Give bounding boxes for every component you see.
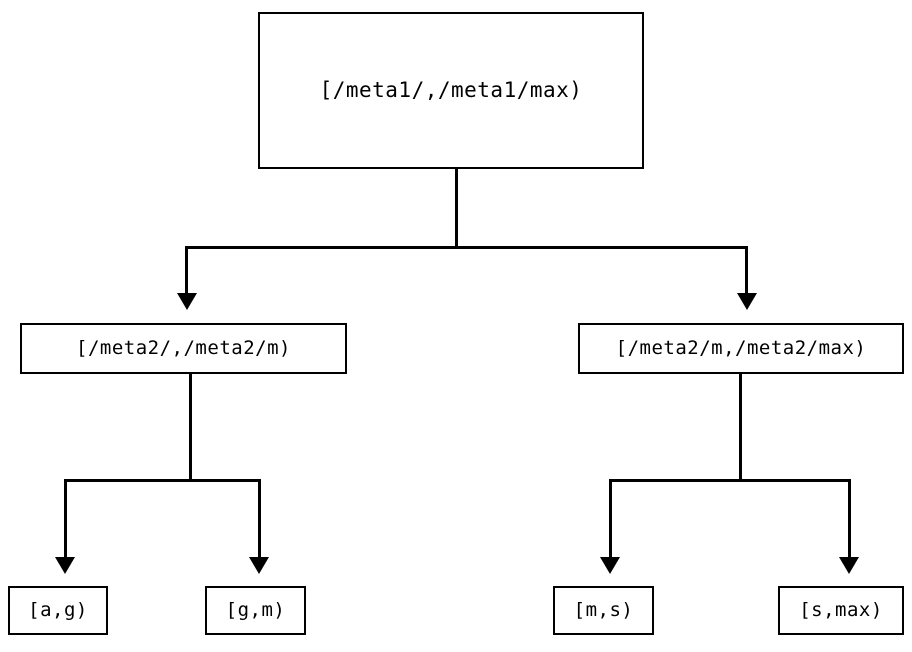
- tree-leaf-node-4-label: [s,max): [799, 599, 883, 621]
- arrowhead-icon-leaf-2: [249, 557, 269, 574]
- edge-level2-left-horizontal-bus: [64, 479, 261, 482]
- arrowhead-icon-level2-left: [177, 293, 197, 310]
- tree-node-level2-left-label: [/meta2/,/meta2/m): [76, 337, 291, 359]
- tree-leaf-node-3-label: [m,s): [573, 599, 634, 621]
- edge-level2-left-to-leaf-1: [64, 479, 67, 559]
- tree-leaf-node-1-label: [a,g): [28, 599, 88, 621]
- tree-node-level2-right-label: [/meta2/m,/meta2/max): [615, 337, 867, 359]
- edge-level2-right-horizontal-bus: [609, 479, 851, 482]
- tree-node-level2-right[interactable]: [/meta2/m,/meta2/max): [578, 323, 904, 374]
- tree-node-root[interactable]: [/meta1/,/meta1/max): [258, 12, 644, 169]
- edge-level2-right-to-leaf-3: [609, 479, 612, 559]
- edge-level2-left-stem: [189, 373, 192, 482]
- edge-root-stem: [455, 168, 458, 248]
- tree-leaf-node-1[interactable]: [a,g): [8, 586, 108, 635]
- tree-leaf-node-2-label: [g,m): [225, 599, 286, 621]
- arrowhead-icon-leaf-4: [839, 557, 859, 574]
- arrowhead-icon-level2-right: [737, 293, 757, 310]
- edge-level2-left-to-leaf-2: [258, 479, 261, 559]
- edge-level2-right-stem: [739, 373, 742, 482]
- tree-leaf-node-4[interactable]: [s,max): [778, 586, 904, 635]
- edge-root-horizontal-bus: [186, 246, 748, 249]
- edge-root-to-level2-right: [745, 246, 748, 295]
- edge-root-to-level2-left: [185, 246, 188, 295]
- arrowhead-icon-leaf-3: [600, 557, 620, 574]
- tree-node-root-label: [/meta1/,/meta1/max): [319, 78, 583, 102]
- tree-leaf-node-3[interactable]: [m,s): [553, 586, 654, 635]
- tree-leaf-node-2[interactable]: [g,m): [205, 586, 306, 635]
- tree-node-level2-left[interactable]: [/meta2/,/meta2/m): [20, 323, 347, 374]
- edge-level2-right-to-leaf-4: [848, 479, 851, 559]
- arrowhead-icon-leaf-1: [55, 557, 75, 574]
